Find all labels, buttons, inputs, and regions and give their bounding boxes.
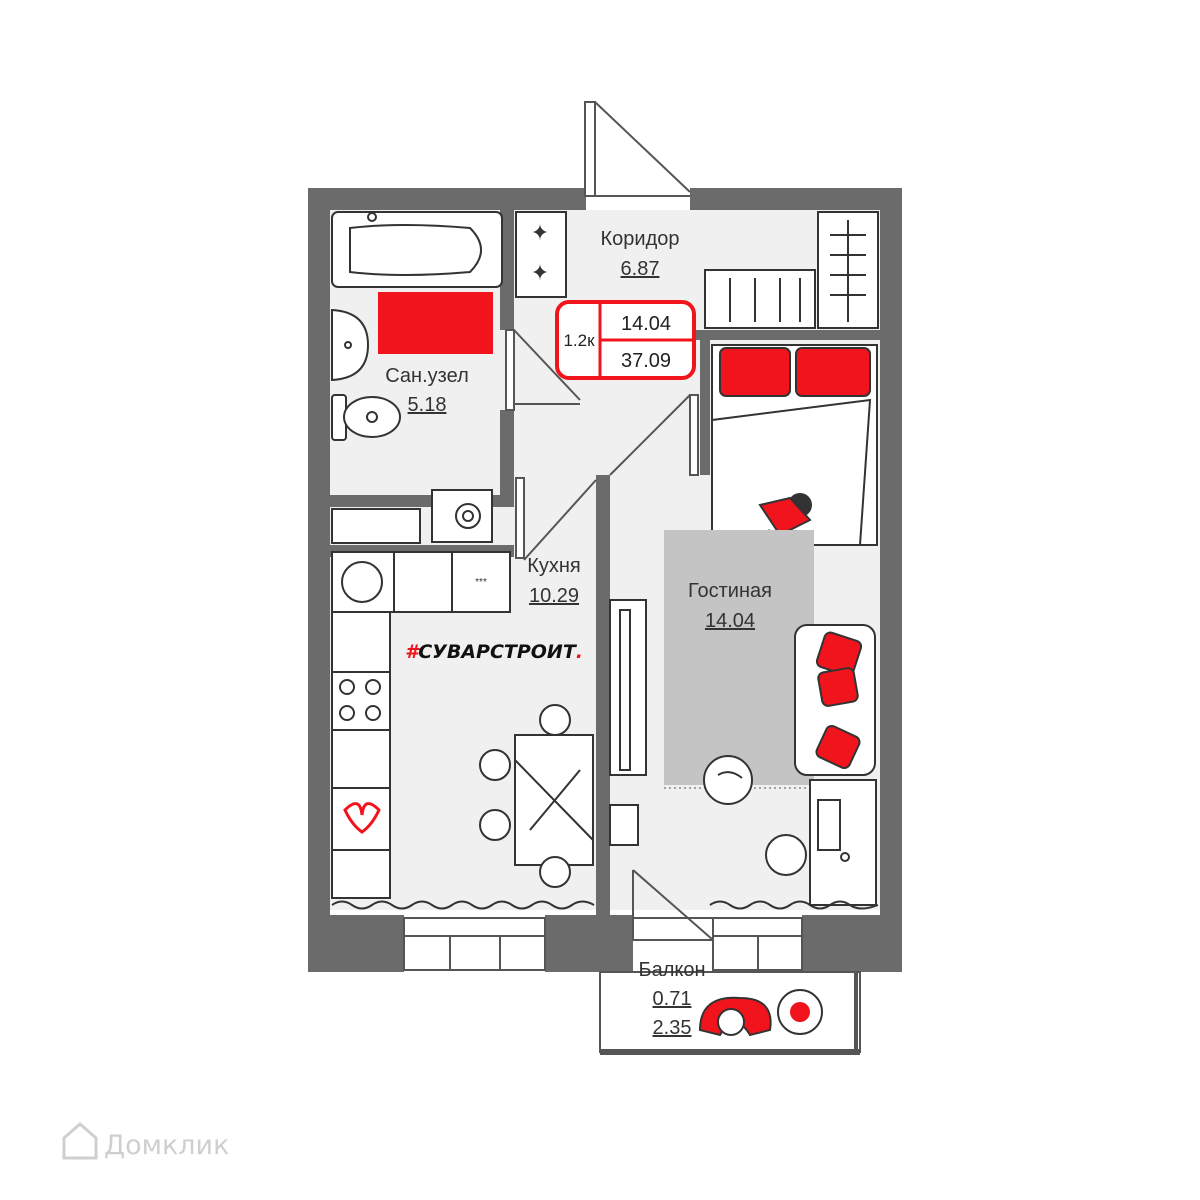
bathroom-door: [505, 329, 581, 411]
living-rug: [664, 530, 814, 785]
sofa: [794, 624, 876, 776]
bath-mat: [378, 292, 493, 354]
living-door: [609, 394, 699, 476]
outer-walls: [308, 188, 902, 972]
badge-total-area: 37.09: [621, 350, 671, 372]
kitchen-name: Кухня: [527, 555, 581, 577]
badge-living-area: 14.04: [621, 313, 671, 335]
living-area: 14.04: [705, 610, 755, 632]
desk: [765, 779, 877, 906]
bathroom-name: Сан.узел: [385, 365, 468, 387]
washing-machine: [431, 489, 493, 543]
brand-logo: #СУВАРСТРОИТ.: [405, 641, 583, 663]
bathtub: [331, 211, 503, 288]
living-name: Гостиная: [688, 580, 772, 602]
entrance-door: [584, 101, 691, 197]
svg-text:***: ***: [475, 577, 487, 588]
dining-table: [479, 704, 594, 888]
svg-text:✦: ✦: [531, 220, 549, 245]
kitchen-door: [515, 477, 597, 561]
svg-text:✦: ✦: [531, 260, 549, 285]
bed: [711, 344, 878, 546]
sink: [331, 308, 370, 382]
coffee-table: [777, 989, 823, 1035]
house-outline-icon: [62, 1122, 98, 1160]
balcony-area-full: 2.35: [653, 1017, 692, 1039]
corridor-wardrobe: ✦ ✦: [515, 211, 567, 298]
toilet: [331, 394, 401, 441]
bathroom-area: 5.18: [408, 394, 447, 416]
bathroom-shelf: [331, 508, 421, 544]
balcony-name: Балкон: [638, 959, 705, 981]
kitchen-area: 10.29: [529, 585, 579, 607]
windows: [403, 917, 803, 971]
corridor-name: Коридор: [601, 228, 680, 250]
wardrobe-top: [704, 211, 879, 329]
brand-hash: #: [405, 641, 420, 663]
person-on-balcony: [698, 996, 772, 1037]
brand-dot: .: [576, 641, 583, 663]
corridor-area: 6.87: [621, 258, 660, 280]
cat-on-rug: [703, 755, 753, 805]
tv-unit: [609, 599, 647, 846]
kitchen-counter: ***: [331, 551, 511, 899]
watermark-text: Домклик: [104, 1130, 229, 1161]
curtains: [331, 900, 879, 910]
badge-type: 1.2к: [563, 331, 595, 350]
balcony-area-reduced: 0.71: [653, 988, 692, 1010]
brand-name: СУВАРСТРОИТ: [418, 641, 578, 663]
apartment-badge: [555, 300, 696, 380]
